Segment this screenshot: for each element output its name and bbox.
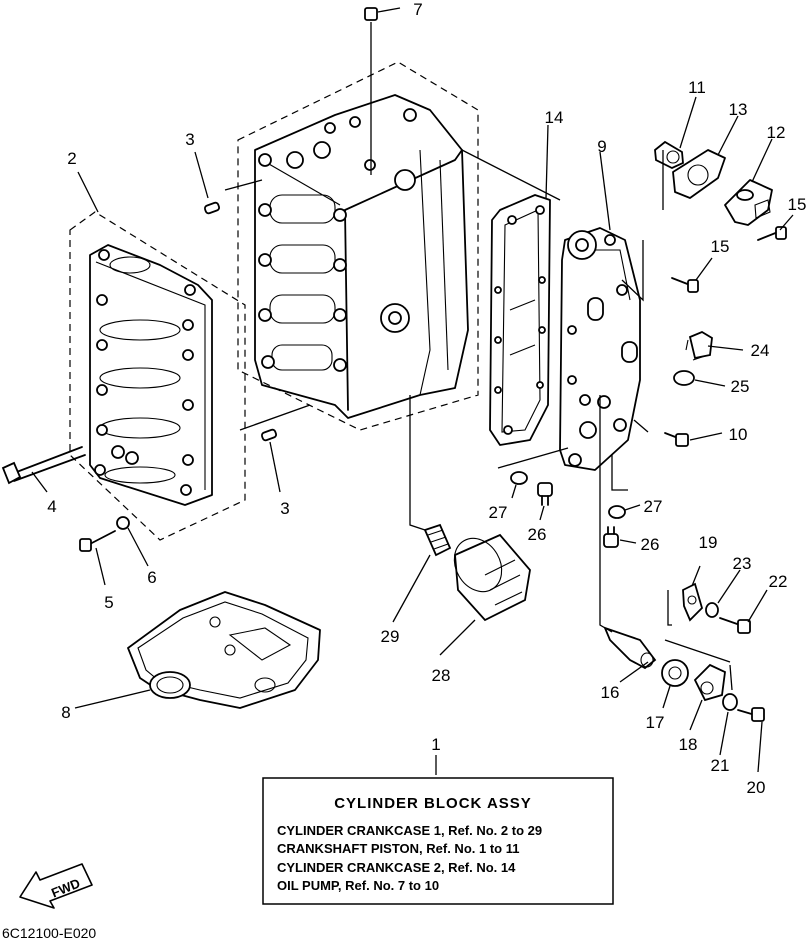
crankcase-gasket-part-14 — [489, 194, 551, 446]
diagram-code: 6C12100-E020 — [2, 925, 96, 939]
thermostat-cap-part-12 — [724, 179, 773, 226]
callout-24: 24 — [751, 341, 770, 360]
bolt-part-26-left — [537, 482, 553, 506]
seal-part-17 — [661, 659, 689, 687]
assembly-title: CYLINDER BLOCK ASSY — [334, 795, 532, 812]
callout-26-left: 26 — [528, 525, 547, 544]
gasket-part-8 — [127, 591, 321, 709]
callout-11: 11 — [688, 78, 706, 97]
callout-1: 1 — [431, 735, 440, 754]
bolt-part-4 — [1, 446, 86, 485]
callout-21: 21 — [711, 756, 730, 775]
callout-leaders — [31, 7, 794, 775]
bolt-part-10 — [664, 432, 689, 447]
bolt-part-15-upper — [757, 226, 787, 241]
callout-17: 17 — [646, 713, 665, 732]
callout-18: 18 — [679, 735, 698, 754]
callout-20: 20 — [747, 778, 766, 797]
oil-filter-part-28 — [453, 533, 531, 622]
bolt-part-26-right — [603, 526, 619, 548]
callout-numbers: 1 2 3 3 4 5 6 7 8 9 10 11 12 13 14 15 15… — [47, 0, 806, 797]
valve-part-11 — [654, 140, 684, 169]
callout-7: 7 — [413, 0, 422, 19]
crankcase-half-part-2 — [69, 211, 246, 541]
assembly-lines — [224, 149, 733, 691]
callout-2: 2 — [67, 149, 76, 168]
callout-16: 16 — [601, 683, 620, 702]
assembly-line-1: CYLINDER CRANKCASE 1, Ref. No. 2 to 29 — [277, 823, 542, 838]
washer-part-6 — [116, 516, 130, 530]
callout-22: 22 — [769, 572, 788, 591]
callout-23: 23 — [733, 554, 752, 573]
plate-part-19 — [682, 582, 704, 622]
assembly-info-box: CYLINDER BLOCK ASSY CYLINDER CRANKCASE 1… — [262, 777, 614, 905]
cylinder-block-main — [237, 61, 479, 431]
assembly-line-3: CYLINDER CRANKCASE 2, Ref. No. 14 — [277, 860, 516, 875]
bolt-part-5 — [79, 530, 116, 552]
adapter-part-29 — [423, 523, 452, 557]
callout-13: 13 — [729, 100, 748, 119]
bolt-part-7 — [364, 7, 378, 175]
callout-9: 9 — [597, 137, 606, 156]
callout-28: 28 — [432, 666, 451, 685]
assembly-line-2: CRANKSHAFT PISTON, Ref. No. 1 to 11 — [277, 841, 519, 856]
callout-29: 29 — [381, 627, 400, 646]
callout-10: 10 — [729, 425, 748, 444]
callout-15-middle: 15 — [711, 237, 730, 256]
bracket-part-18 — [693, 663, 726, 702]
callout-27-right: 27 — [644, 497, 663, 516]
assembly-line-4: OIL PUMP, Ref. No. 7 to 10 — [277, 878, 439, 893]
fwd-arrow-icon: FWD — [19, 863, 93, 909]
washer-part-23 — [705, 602, 719, 618]
dowel-pin-part-3-upper — [203, 201, 221, 215]
callout-25: 25 — [731, 377, 750, 396]
callout-3-upper: 3 — [185, 130, 194, 149]
washer-part-27-right — [608, 505, 626, 519]
callout-14: 14 — [545, 108, 564, 127]
callout-27-left: 27 — [489, 503, 508, 522]
oil-pump-body-part-9 — [559, 227, 641, 471]
dowel-pin-part-3-lower — [260, 428, 278, 442]
callout-19: 19 — [699, 533, 718, 552]
callout-15-right: 15 — [788, 195, 807, 214]
callout-12: 12 — [767, 123, 786, 142]
callout-4: 4 — [47, 497, 56, 516]
callout-8: 8 — [61, 703, 70, 722]
washer-part-21 — [722, 693, 738, 711]
cover-plate-part-13 — [672, 149, 726, 199]
callout-3-lower: 3 — [280, 499, 289, 518]
callout-5: 5 — [104, 593, 113, 612]
callout-26-right: 26 — [641, 535, 660, 554]
strainer-part-16 — [603, 626, 657, 670]
bolt-part-22 — [719, 617, 751, 634]
o-ring-part-25 — [673, 370, 695, 386]
fitting-part-24 — [685, 330, 713, 361]
washer-part-27-left — [510, 471, 528, 485]
callout-6: 6 — [147, 568, 156, 587]
bolt-part-20 — [737, 707, 765, 722]
bolt-part-15-lower — [671, 277, 699, 293]
